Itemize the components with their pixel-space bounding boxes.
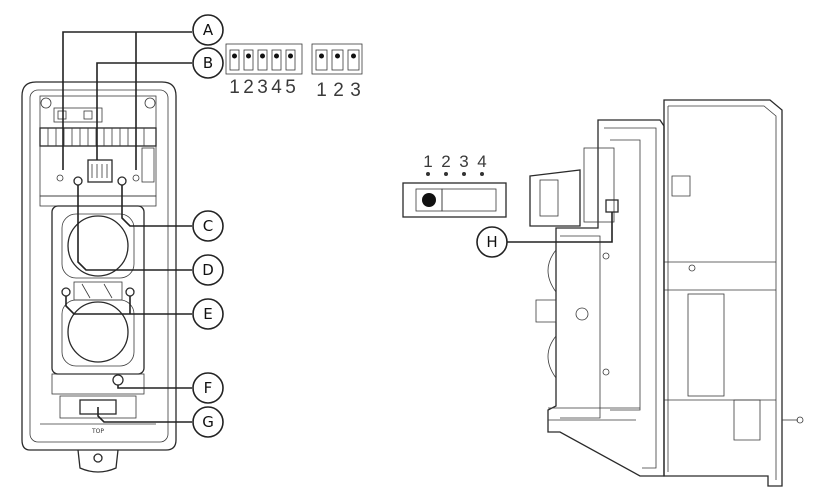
dip5-label-5: 5 [285,77,296,98]
callout-letter-c: C [203,217,213,235]
side-view-device [529,99,804,487]
dip5-label-1: 1 [229,77,240,98]
callout-c: C [192,210,224,242]
dip-switch-5: 1 2 3 4 5 [225,43,303,98]
dip4-label-4: 4 [477,152,486,171]
front-view-device: TOP [21,81,177,473]
callout-a: A [192,14,224,46]
dip5-label-2: 2 [243,77,254,98]
front-panel-label: TOP [91,428,104,435]
dip4-label-2: 2 [441,152,450,171]
dip5-label-4: 4 [271,77,282,98]
dip3-label-2: 2 [333,80,344,101]
callout-d: D [192,254,224,286]
dip5-label-3: 3 [257,77,268,98]
dip3-label-1: 1 [316,80,327,101]
callout-letter-d: D [202,261,214,279]
dip-switch-4: 1 2 3 4 [402,152,507,218]
callout-b: B [192,47,224,79]
callout-f: F [192,372,224,404]
callout-h: H [476,226,508,258]
dip-switch-3: 1 2 3 [311,43,363,101]
callout-g: G [192,406,224,438]
callout-letter-f: F [204,379,213,397]
callout-letter-a: A [203,21,214,39]
callout-e: E [192,298,224,330]
dip3-label-3: 3 [350,80,361,101]
callout-letter-e: E [203,305,212,323]
callout-leaders [62,31,613,423]
callout-letter-g: G [202,413,214,431]
callout-letter-h: H [486,233,497,251]
callout-letter-b: B [203,54,213,72]
dip4-label-3: 3 [459,152,468,171]
dip4-label-1: 1 [423,152,432,171]
